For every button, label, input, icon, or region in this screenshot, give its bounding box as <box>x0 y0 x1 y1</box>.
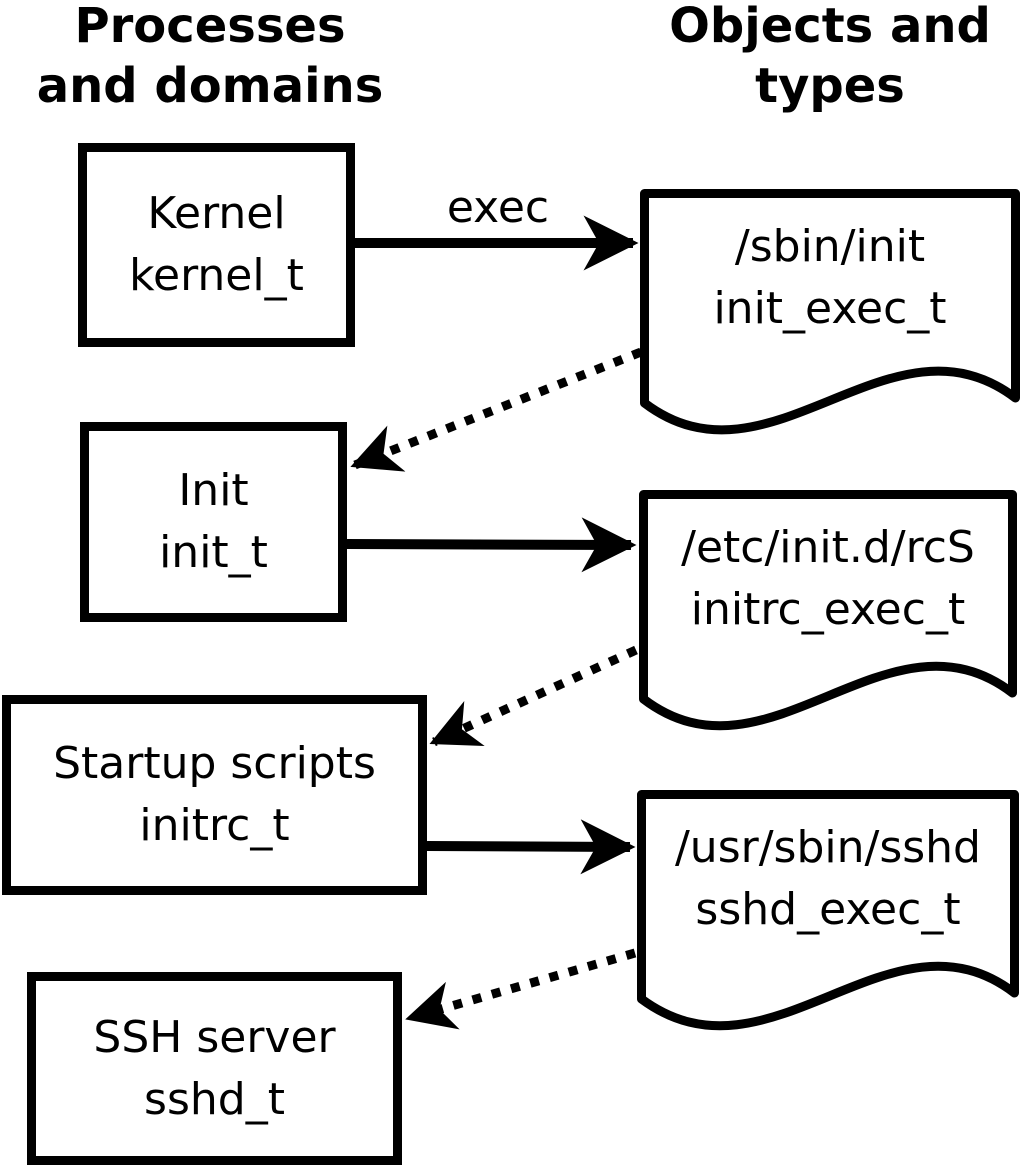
process-box-sshd <box>27 972 402 1165</box>
object-path: /usr/sbin/sshd <box>674 822 981 873</box>
arrow-transition-sshd-exec-to-sshd <box>405 948 637 1030</box>
column-header-objects: Objects and types <box>628 0 1024 116</box>
object-path: /etc/init.d/rcS <box>681 522 975 573</box>
process-domain: kernel_t <box>129 250 304 301</box>
process-name: Init <box>178 465 249 516</box>
process-domain: sshd_t <box>144 1073 285 1125</box>
edge-label-exec: exec <box>446 182 550 233</box>
process-box-initrc <box>2 695 427 895</box>
column-header-processes-line1: Processes <box>74 0 346 54</box>
process-domain: initrc_t <box>139 800 290 851</box>
process-domain: init_t <box>159 527 268 578</box>
object-type: initrc_exec_t <box>690 584 966 635</box>
column-header-processes: Processes and domains <box>10 0 410 116</box>
process-name: SSH server <box>93 1011 336 1063</box>
object-path: /sbin/init <box>734 221 926 272</box>
object-doc-initrc-exec <box>639 490 1017 731</box>
arrow-transition-init-exec-to-init <box>350 347 643 472</box>
object-type: init_exec_t <box>713 283 947 334</box>
process-name: Kernel <box>147 188 286 239</box>
object-label-initrc-exec: /etc/init.d/rcS initrc_exec_t <box>639 517 1017 641</box>
process-name: Startup scripts <box>53 738 376 789</box>
object-label-init-exec: /sbin/init init_exec_t <box>640 216 1020 340</box>
process-box-kernel <box>78 143 355 347</box>
arrow-exec-init-to-initrc-exec <box>346 517 637 573</box>
process-label-init: Init init_t <box>89 431 338 613</box>
object-label-sshd-exec: /usr/sbin/sshd sshd_exec_t <box>637 817 1019 941</box>
process-label-initrc: Startup scripts initrc_t <box>11 704 418 886</box>
arrow-transition-initrc-exec-to-initrc <box>429 645 638 747</box>
object-doc-init-exec <box>640 189 1020 435</box>
arrow-exec-initrc-to-sshd-exec <box>426 819 636 875</box>
object-doc-sshd-exec <box>637 790 1019 1031</box>
process-box-init <box>80 422 347 622</box>
column-header-objects-line1: Objects and <box>669 0 991 54</box>
column-header-objects-line2: types <box>755 58 905 114</box>
process-label-kernel: Kernel kernel_t <box>88 153 345 337</box>
object-type: sshd_exec_t <box>695 884 961 935</box>
column-header-processes-line2: and domains <box>36 58 384 114</box>
process-label-sshd: SSH server sshd_t <box>36 981 393 1156</box>
